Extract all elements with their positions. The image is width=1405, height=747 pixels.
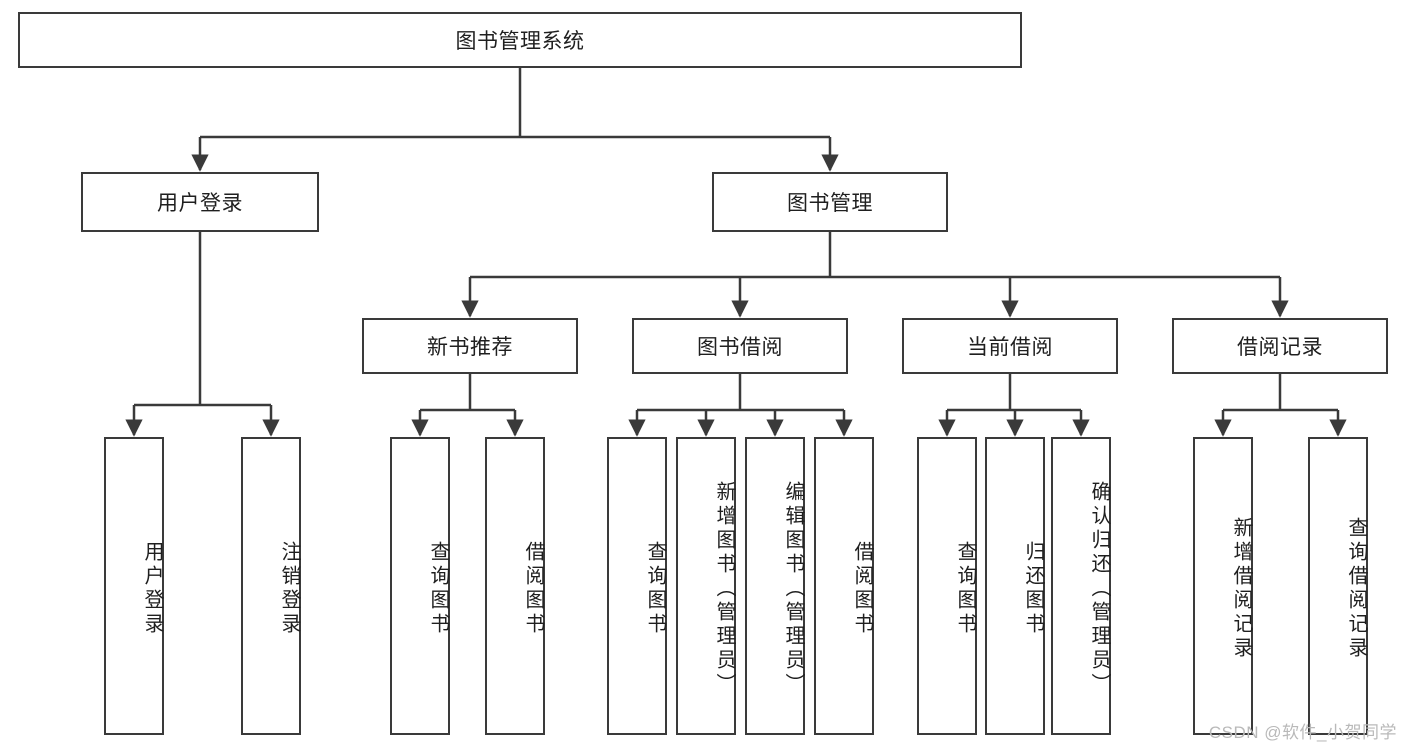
leaf-node: 用户登录 bbox=[104, 437, 164, 735]
node-label: 确认归还（管理员） bbox=[1088, 481, 1110, 697]
leaf-node: 新增借阅记录 bbox=[1193, 437, 1253, 735]
leaf-node: 借阅图书 bbox=[814, 437, 874, 735]
node-label: 查询图书 bbox=[644, 541, 666, 637]
node-label: 查询图书 bbox=[427, 541, 449, 637]
node-label: 编辑图书（管理员） bbox=[782, 481, 804, 697]
leaf-node: 新增图书（管理员） bbox=[676, 437, 736, 735]
node-label: 查询图书 bbox=[954, 541, 976, 637]
node-label: 借阅图书 bbox=[851, 541, 873, 637]
leaf-node: 确认归还（管理员） bbox=[1051, 437, 1111, 735]
node-label: 归还图书 bbox=[1022, 541, 1044, 637]
level3-node: 当前借阅 bbox=[902, 318, 1118, 374]
level3-node: 图书借阅 bbox=[632, 318, 848, 374]
node-label: 注销登录 bbox=[278, 541, 300, 637]
node-label: 用户登录 bbox=[141, 541, 163, 637]
leaf-node: 注销登录 bbox=[241, 437, 301, 735]
leaf-node: 借阅图书 bbox=[485, 437, 545, 735]
level2-node: 图书管理 bbox=[712, 172, 948, 232]
node-label: 新书推荐 bbox=[427, 336, 513, 359]
node-label: 查询借阅记录 bbox=[1345, 517, 1367, 661]
node-label: 图书借阅 bbox=[697, 336, 783, 359]
node-label: 用户登录 bbox=[157, 192, 243, 215]
node-label: 图书管理系统 bbox=[455, 30, 585, 53]
root-node: 图书管理系统 bbox=[18, 12, 1022, 68]
node-label: 借阅图书 bbox=[522, 541, 544, 637]
leaf-node: 查询图书 bbox=[390, 437, 450, 735]
level3-node: 借阅记录 bbox=[1172, 318, 1388, 374]
node-label: 新增图书（管理员） bbox=[713, 481, 735, 697]
node-label: 新增借阅记录 bbox=[1230, 517, 1252, 661]
csdn-watermark: CSDN @软件_小贺同学 bbox=[1208, 723, 1397, 742]
leaf-node: 归还图书 bbox=[985, 437, 1045, 735]
level3-node: 新书推荐 bbox=[362, 318, 578, 374]
node-label: 借阅记录 bbox=[1237, 336, 1323, 359]
leaf-node: 查询图书 bbox=[607, 437, 667, 735]
leaf-node: 查询借阅记录 bbox=[1308, 437, 1368, 735]
node-label: 图书管理 bbox=[787, 192, 873, 215]
leaf-node: 查询图书 bbox=[917, 437, 977, 735]
leaf-node: 编辑图书（管理员） bbox=[745, 437, 805, 735]
level2-node: 用户登录 bbox=[81, 172, 319, 232]
node-label: 当前借阅 bbox=[967, 336, 1053, 359]
